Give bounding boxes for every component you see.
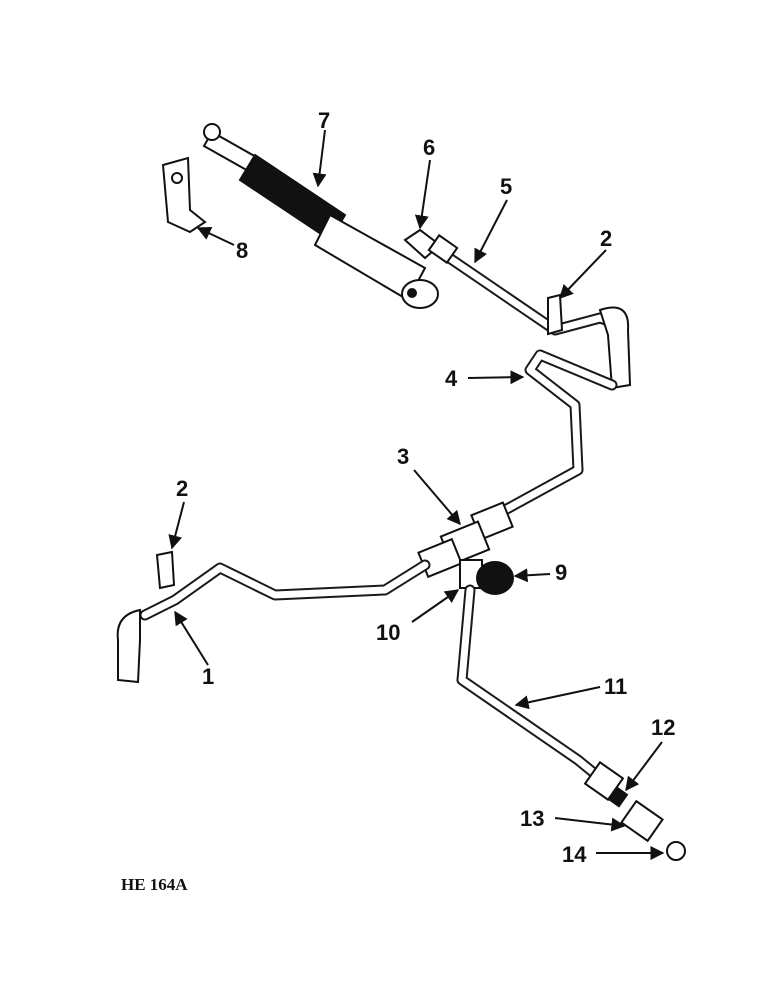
callout-9: 9 <box>555 560 567 585</box>
callout-12: 12 <box>651 715 675 740</box>
hydraulic-cylinder <box>202 123 442 309</box>
lower-left-clip <box>155 550 176 590</box>
callout-1: 1 <box>202 664 214 689</box>
callout-11: 11 <box>604 674 627 699</box>
callout-13: 13 <box>520 806 544 831</box>
elbow-fitting-lower <box>116 608 141 684</box>
tube-1 <box>139 559 431 621</box>
tube-4 <box>499 349 618 516</box>
end-fittings <box>583 760 686 861</box>
callout-6: 6 <box>423 135 435 160</box>
elbow-fitting-upper <box>598 306 632 390</box>
callout-5: 5 <box>500 174 512 199</box>
leaders <box>168 129 665 860</box>
callout-2-lower: 2 <box>176 476 188 501</box>
figure-reference: HE 164A <box>121 875 188 894</box>
callout-10: 10 <box>376 620 400 645</box>
callout-7: 7 <box>318 108 330 133</box>
tube-11 <box>456 584 606 784</box>
callout-2-upper: 2 <box>600 226 612 251</box>
callout-4: 4 <box>445 366 458 391</box>
upper-tube <box>427 233 626 336</box>
callout-3: 3 <box>397 444 409 469</box>
cap <box>476 561 514 595</box>
mounting-bracket <box>161 156 207 234</box>
callout-14: 14 <box>562 842 587 867</box>
upper-clip <box>547 293 564 336</box>
callout-8: 8 <box>236 238 248 263</box>
